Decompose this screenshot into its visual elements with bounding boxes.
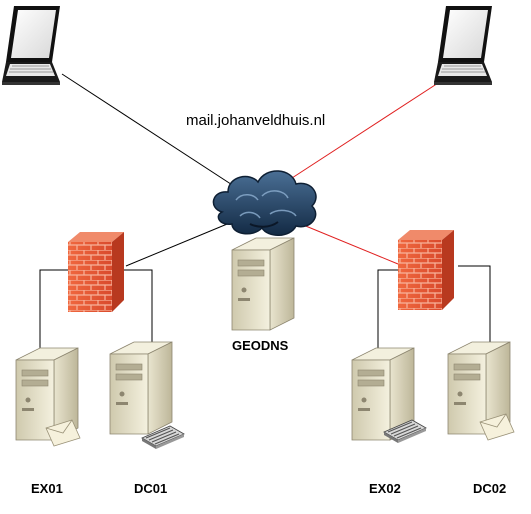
geodns-server-icon	[231, 237, 295, 331]
laptop-left-icon	[1, 5, 61, 86]
internet-cloud-icon	[212, 170, 317, 236]
link-lines	[39, 73, 491, 358]
ex02-label: EX02	[369, 481, 401, 496]
dc01-label: DC01	[134, 481, 168, 496]
ex01-label: EX01	[31, 481, 63, 496]
dc02-label: DC02	[473, 481, 507, 496]
link-laptop1-cloud	[61, 73, 241, 191]
link-cloud-fw1	[125, 221, 233, 267]
link-laptop2-cloud	[291, 73, 453, 179]
geodns-label: GEODNS	[232, 338, 289, 353]
link-fw2-ex02	[377, 269, 398, 358]
link-fw1-dc01	[124, 269, 153, 350]
domain-label: mail.johanveldhuis.nl	[186, 112, 326, 129]
link-fw2-dc02	[458, 265, 491, 350]
laptop-right-icon	[433, 5, 493, 86]
firewall-left-icon	[68, 232, 124, 312]
dc01-server-icon	[109, 341, 173, 435]
firewall-right-icon	[398, 230, 454, 310]
link-cloud-fw2	[295, 221, 399, 265]
link-fw1-ex01	[39, 269, 68, 358]
